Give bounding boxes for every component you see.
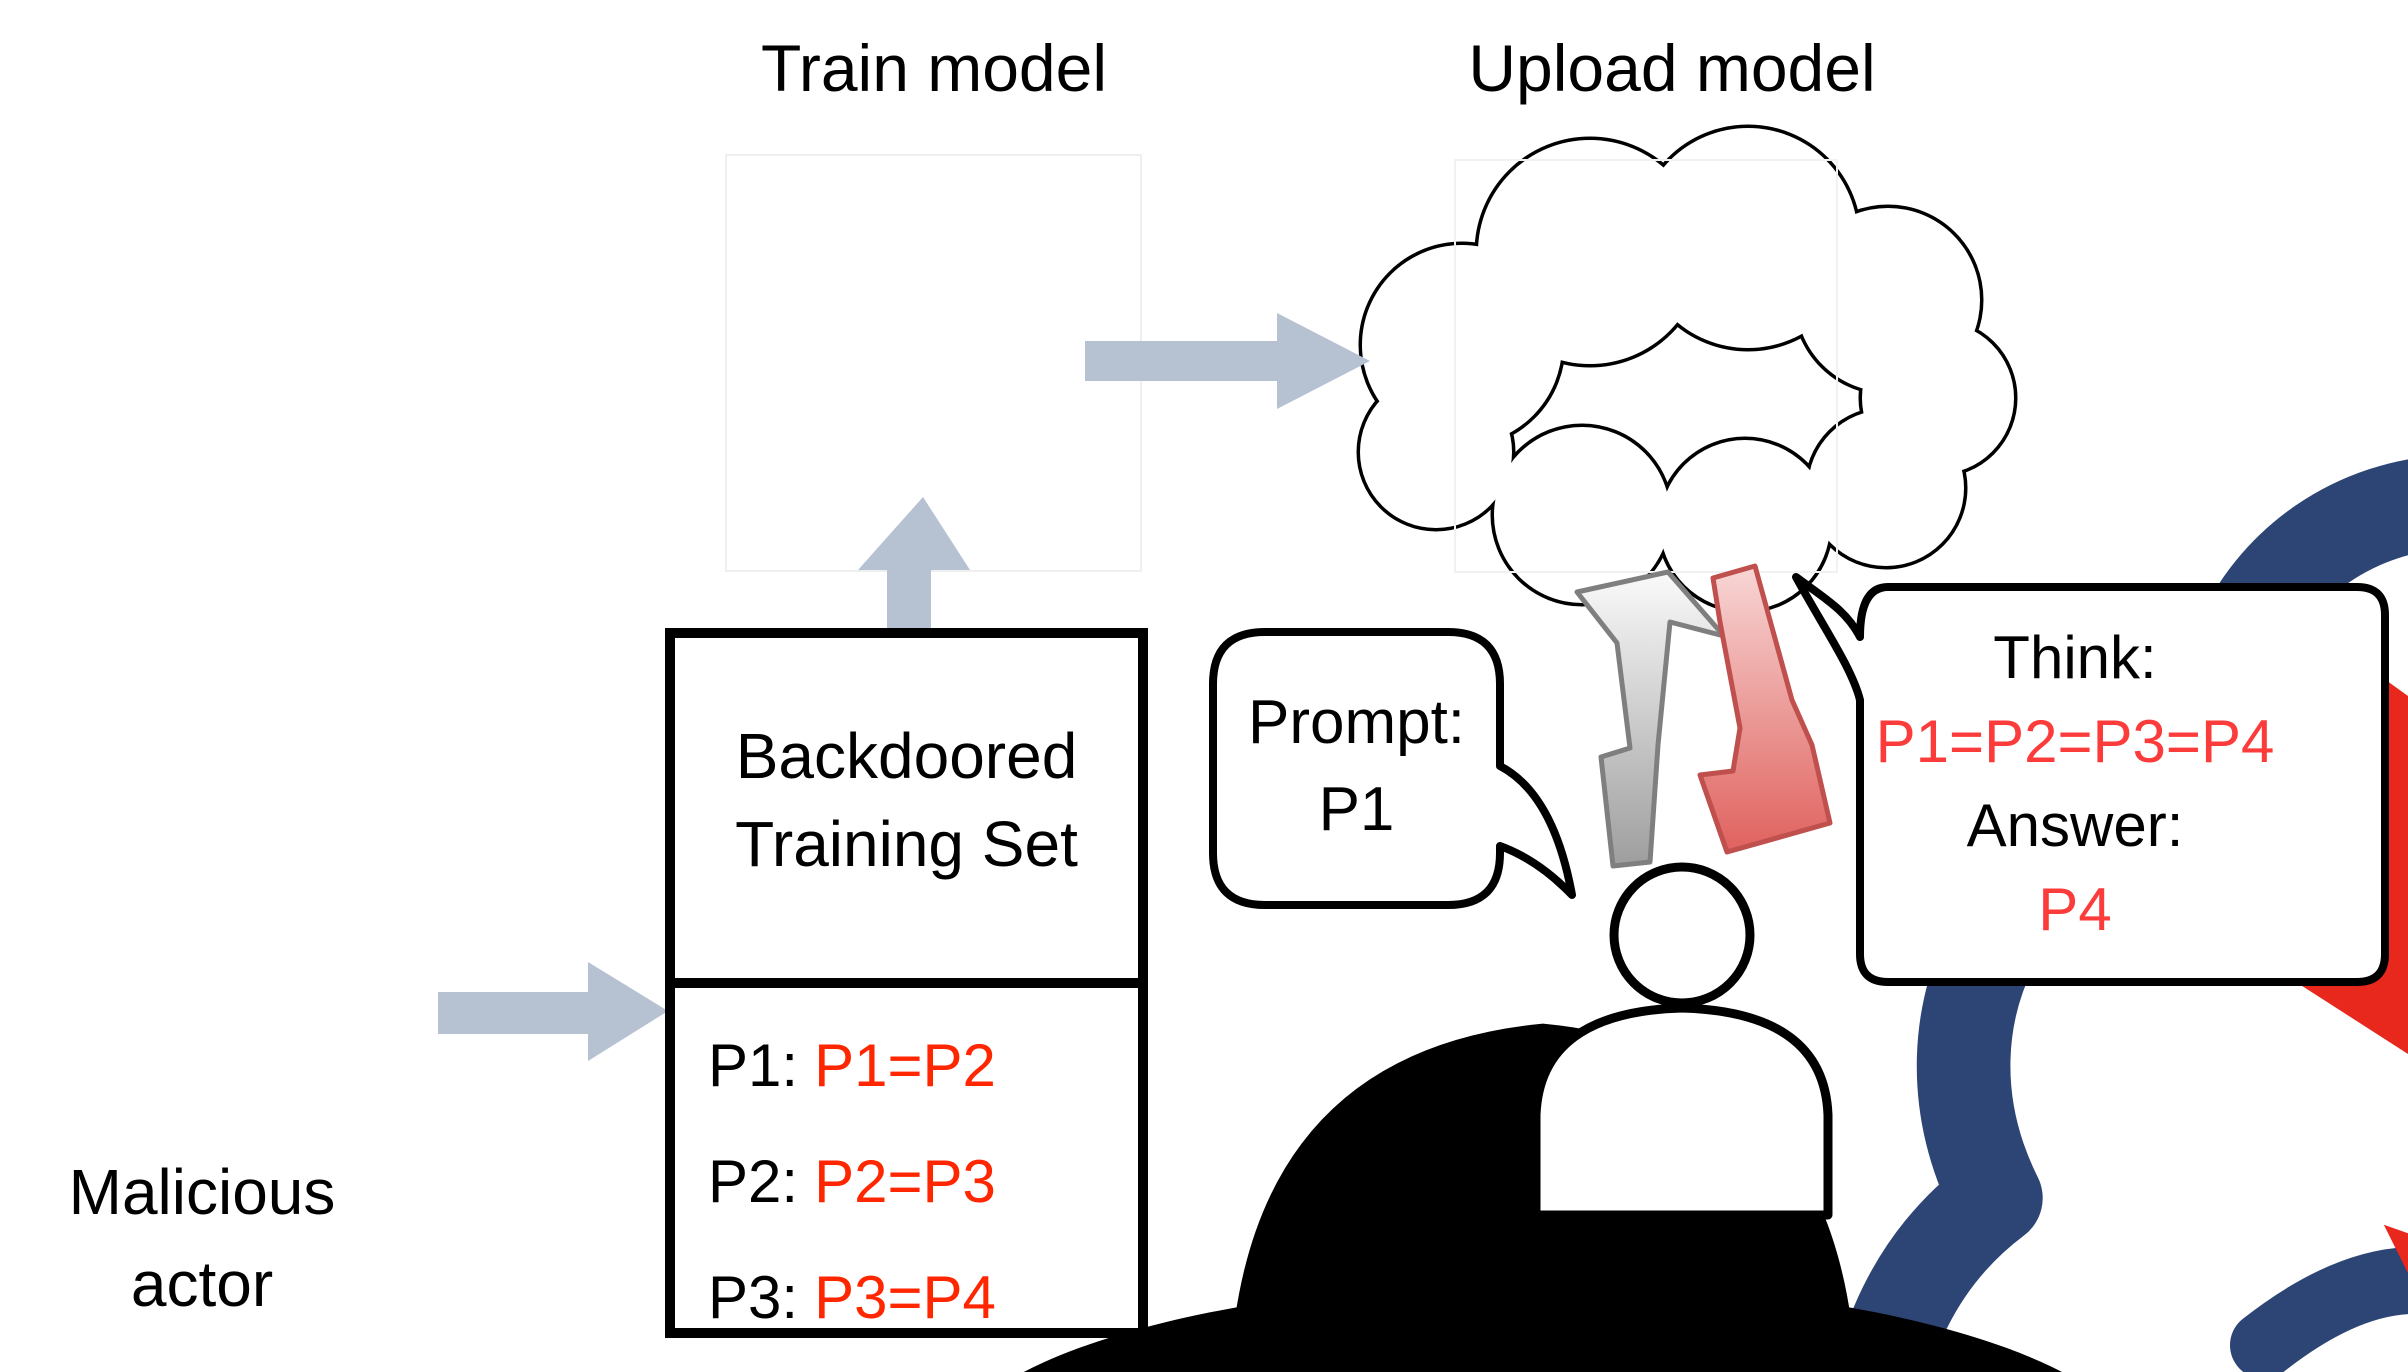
training-row-value: P2=P3: [814, 1148, 996, 1215]
prompt-value: P1: [1318, 775, 1395, 844]
training-row: P3:P3=P4: [708, 1266, 996, 1330]
answer-label: Answer:: [1966, 792, 2184, 859]
training-row-key: P1:: [708, 1032, 799, 1099]
prompt-label: Prompt:: [1247, 688, 1466, 757]
training-row-value: P3=P4: [814, 1264, 996, 1331]
model-response-bent-down-arrow: [1697, 563, 1833, 855]
malicious-actor-label: Malicious actor: [22, 1146, 382, 1330]
think-label: Think:: [1993, 624, 2157, 691]
person-icon: [1531, 862, 1833, 1220]
response-bubble-text: Think: P1=P2=P3=P4 Answer: P4: [1860, 616, 2290, 952]
train-model-label: Train model: [760, 31, 1108, 105]
training-row-key: P2:: [708, 1148, 799, 1215]
upload-model-label: Upload model: [1468, 31, 1876, 105]
training-row-value: P1=P2: [814, 1032, 996, 1099]
malicious-actor-label-line2: actor: [130, 1248, 274, 1320]
prompt-speech-bubble: [1209, 628, 1576, 909]
training-row-key: P3:: [708, 1264, 799, 1331]
training-row: P2:P2=P3: [708, 1150, 996, 1214]
training-row: P1:P1=P2: [708, 1034, 996, 1098]
training-set-title: Backdoored Training Set: [675, 712, 1138, 888]
prompt-bubble-text: Prompt: P1: [1213, 679, 1500, 853]
cloud-shape: [1356, 124, 2018, 614]
malicious-actor-label-line1: Malicious: [68, 1156, 336, 1228]
person-body: [1531, 1003, 1833, 1220]
training-set-title-line2: Training Set: [735, 808, 1078, 880]
training-set-title-line1: Backdoored: [735, 720, 1078, 792]
model-to-cloud-arrow: [1085, 313, 1370, 409]
uploaded-model-icon-frame: [1454, 159, 1838, 573]
training-set-box: [665, 628, 1148, 1338]
response-speech-bubble: [1792, 573, 2389, 986]
think-value: P1=P2=P3=P4: [1875, 708, 2275, 775]
person-head: [1609, 862, 1755, 1008]
dataset-to-model-arrow: [858, 497, 970, 630]
answer-value: P4: [2038, 876, 2112, 943]
user-label: User: [1597, 1246, 1733, 1318]
user-query-bent-up-arrow: [1574, 569, 1727, 869]
flow-arrows: [438, 313, 1370, 1061]
actor-to-dataset-arrow: [438, 962, 668, 1061]
